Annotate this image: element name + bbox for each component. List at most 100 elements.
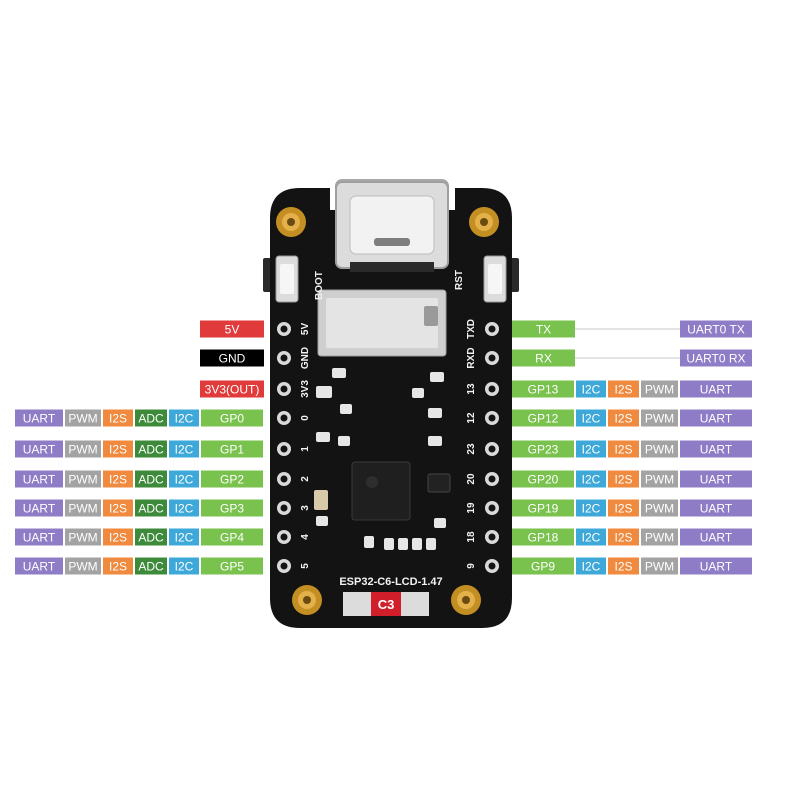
right-uart-0-pin: TX: [512, 320, 575, 338]
left-pin-0-func-1-label: PWM: [68, 412, 97, 426]
right-pin-3-func-0-label: I2C: [582, 473, 601, 487]
left-pin-4-func-1-label: PWM: [68, 531, 97, 545]
right-pin-2-func-2-bg: [641, 440, 678, 458]
right-pin-3-func-3: UART: [680, 470, 752, 488]
right-pin-1-gpio-label: GP12: [528, 412, 559, 426]
left-pin-1-func-0-label: UART: [23, 443, 56, 457]
right-pin-5-func-2: PWM: [641, 528, 678, 546]
right-pin-0-func-3-bg: [680, 380, 752, 398]
left-pin-4-func-2-label: I2S: [109, 531, 127, 545]
right-pin-0-gpio-label: GP13: [528, 383, 559, 397]
right-pin-2-gpio-label: GP23: [528, 443, 559, 457]
left-header-pad-7-hole: [280, 533, 288, 541]
left-pin-4-func-4-label: I2C: [175, 531, 194, 545]
right-pin-1-func-1: I2S: [608, 409, 639, 427]
left-pin-2-func-3: ADC: [135, 470, 167, 488]
right-pin-4-gpio-label: GP19: [528, 502, 559, 516]
right-pin-6-func-2-label: PWM: [645, 560, 674, 574]
left-pin-2-func-0: UART: [15, 470, 63, 488]
right-pin-6-func-2: PWM: [641, 557, 678, 575]
right-pin-1-func-2-label: PWM: [645, 412, 674, 426]
left-pin-5-func-2-label: I2S: [109, 560, 127, 574]
left-pin-3-func-1-label: PWM: [68, 502, 97, 516]
left-pin-1-func-4: I2C: [169, 440, 199, 458]
power-tag-2-bg: [200, 380, 264, 398]
right-pin-5-gpio-label: GP18: [528, 531, 559, 545]
right-pin-6-gpio: GP9: [512, 557, 574, 575]
left-pin-1-func-0: UART: [15, 440, 63, 458]
left-header-pad-3-hole: [280, 414, 288, 422]
left-pin-3-func-0: UART: [15, 499, 63, 517]
left-pin-2-func-2: I2S: [103, 470, 133, 488]
right-pin-2-func-1-label: I2S: [614, 443, 632, 457]
right-pin-3-func-1: I2S: [608, 470, 639, 488]
right-pin-6-func-0-label: I2C: [582, 560, 601, 574]
left-pin-0-func-0-bg: [15, 409, 63, 427]
right-uart-0-func-bg: [680, 320, 752, 338]
right-pin-5-func-1-bg: [608, 528, 639, 546]
mounting-hole-bottom-left: [292, 585, 322, 615]
left-pin-0-func-3: ADC: [135, 409, 167, 427]
left-header-label-5: 2: [300, 476, 311, 482]
left-pin-2-func-0-bg: [15, 470, 63, 488]
left-pin-5-func-0-bg: [15, 557, 63, 575]
right-pin-3-func-3-label: UART: [700, 473, 733, 487]
right-uart-1-pin-label: RX: [535, 352, 552, 366]
right-pin-4-func-3-bg: [680, 499, 752, 517]
right-pin-3-func-3-bg: [680, 470, 752, 488]
right-header-label-6: 19: [466, 502, 477, 514]
left-pin-2-func-1-bg: [65, 470, 101, 488]
right-uart-0-pin-bg: [512, 320, 575, 338]
right-pin-3-func-0: I2C: [576, 470, 606, 488]
right-pin-0-func-3-label: UART: [700, 383, 733, 397]
right-pin-1-gpio-bg: [512, 409, 574, 427]
left-pin-5-func-1-label: PWM: [68, 560, 97, 574]
right-pin-6-func-1-bg: [608, 557, 639, 575]
power-tag-1: GND: [200, 349, 264, 367]
right-header-pads: [485, 322, 499, 573]
right-pin-4-func-2-bg: [641, 499, 678, 517]
left-pin-1-func-0-bg: [15, 440, 63, 458]
left-pin-0-func-4: I2C: [169, 409, 199, 427]
right-header-label-7: 18: [466, 531, 477, 543]
left-pin-5-func-3: ADC: [135, 557, 167, 575]
right-pin-2-func-0-bg: [576, 440, 606, 458]
right-pin-3-gpio-bg: [512, 470, 574, 488]
left-pin-0-func-2-bg: [103, 409, 133, 427]
left-pin-3-func-4: I2C: [169, 499, 199, 517]
right-pin-2-func-0-label: I2C: [582, 443, 601, 457]
left-pin-5-func-0: UART: [15, 557, 63, 575]
right-pin-2-gpio-bg: [512, 440, 574, 458]
left-pin-3-func-3: ADC: [135, 499, 167, 517]
right-pin-2-func-2: PWM: [641, 440, 678, 458]
right-pin-6-func-0-bg: [576, 557, 606, 575]
right-pin-1-func-1-bg: [608, 409, 639, 427]
left-pin-0-func-3-bg: [135, 409, 167, 427]
right-pin-5-func-0-bg: [576, 528, 606, 546]
right-pin-4-func-0-label: I2C: [582, 502, 601, 516]
right-pin-0-func-2-bg: [641, 380, 678, 398]
left-pin-4-func-4: I2C: [169, 528, 199, 546]
left-pin-1-func-2: I2S: [103, 440, 133, 458]
right-pin-0-func-1: I2S: [608, 380, 639, 398]
left-pin-5-func-2: I2S: [103, 557, 133, 575]
left-pin-1-func-4-label: I2C: [175, 443, 194, 457]
right-pin-4-func-1-label: I2S: [614, 502, 632, 516]
left-pin-3-func-2: I2S: [103, 499, 133, 517]
right-pin-5-func-1-label: I2S: [614, 531, 632, 545]
right-pin-2-gpio: GP23: [512, 440, 574, 458]
right-pin-4-func-2-label: PWM: [645, 502, 674, 516]
left-pin-1-func-3-bg: [135, 440, 167, 458]
power-tag-1-label: GND: [219, 352, 246, 366]
right-header-pad-7-hole: [488, 533, 496, 541]
right-pin-1-func-0-bg: [576, 409, 606, 427]
left-pin-3-gpio: GP3: [201, 499, 263, 517]
right-pin-6-func-2-bg: [641, 557, 678, 575]
right-pin-4-func-0: I2C: [576, 499, 606, 517]
boot-label: BOOT: [314, 271, 325, 300]
left-pin-3-func-4-bg: [169, 499, 199, 517]
left-pin-5-func-1: PWM: [65, 557, 101, 575]
right-header-label-5: 20: [466, 473, 477, 485]
